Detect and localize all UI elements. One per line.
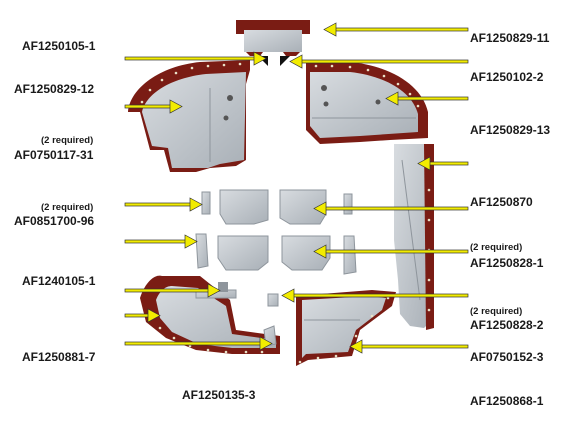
note-two-required-4: (2 required) (470, 306, 523, 317)
arrow-af1250105-1 (124, 51, 267, 66)
arrow-af1250828-2 (281, 288, 469, 303)
arrow-af1240105-1-left (124, 234, 198, 249)
arrow-af1240105-1 (124, 283, 221, 298)
upper-left-skin-panel (128, 60, 250, 172)
arrow-af1250829-11 (323, 22, 469, 37)
label-af1250102-2: AF1250102-2 (470, 70, 544, 84)
label-af1250828-1: AF1250828-1 (470, 256, 544, 270)
arrow-af1250881-7 (124, 308, 161, 323)
label-af1240105-1: AF1240105-1 (22, 274, 96, 288)
arrow-af0851700-96 (124, 197, 203, 212)
arrow-af1250828-1 (313, 244, 469, 259)
note-two-required-1: (2 required) (41, 135, 94, 146)
lower-right-skin-panel (267, 290, 396, 366)
arrow-af1250870-top (417, 156, 469, 171)
arrow-af1250870 (313, 201, 469, 216)
label-af0750117-31: AF0750117-31 (14, 148, 94, 162)
label-af0750152-3: AF0750152-3 (470, 350, 544, 364)
right-tall-frame-part (394, 144, 434, 330)
label-af1250105-1: AF1250105-1 (22, 39, 96, 53)
label-af1250828-2: AF1250828-2 (470, 318, 544, 332)
label-af1250881-7: AF1250881-7 (22, 350, 96, 364)
arrow-af1250102-2 (289, 54, 469, 69)
label-af1250829-12: AF1250829-12 (14, 82, 95, 96)
standoff-parts-row-1 (201, 189, 353, 225)
rivet-dots (140, 62, 431, 364)
arrow-af1250135-3 (124, 336, 273, 351)
arrow-af0750152-3 (349, 339, 469, 354)
lower-left-skin-panel (140, 275, 280, 354)
label-af1250870: AF1250870 (470, 195, 533, 209)
upper-right-skin-panel (306, 62, 428, 144)
top-bulkhead-part (236, 20, 310, 66)
arrow-af1250829-13 (385, 91, 469, 106)
label-af1250829-11: AF1250829-11 (470, 31, 550, 45)
label-af0851700-96: AF0851700-96 (14, 214, 95, 228)
label-af1250829-13: AF1250829-13 (470, 123, 551, 137)
label-af1250868-1: AF1250868-1 (470, 394, 544, 408)
callout-arrows (124, 22, 469, 354)
arrow-af1250829-12 (124, 99, 183, 114)
note-two-required-3: (2 required) (470, 242, 523, 253)
label-af1250135-3: AF1250135-3 (182, 388, 256, 402)
note-two-required-2: (2 required) (41, 202, 94, 213)
standoff-parts-row-2 (195, 233, 357, 275)
